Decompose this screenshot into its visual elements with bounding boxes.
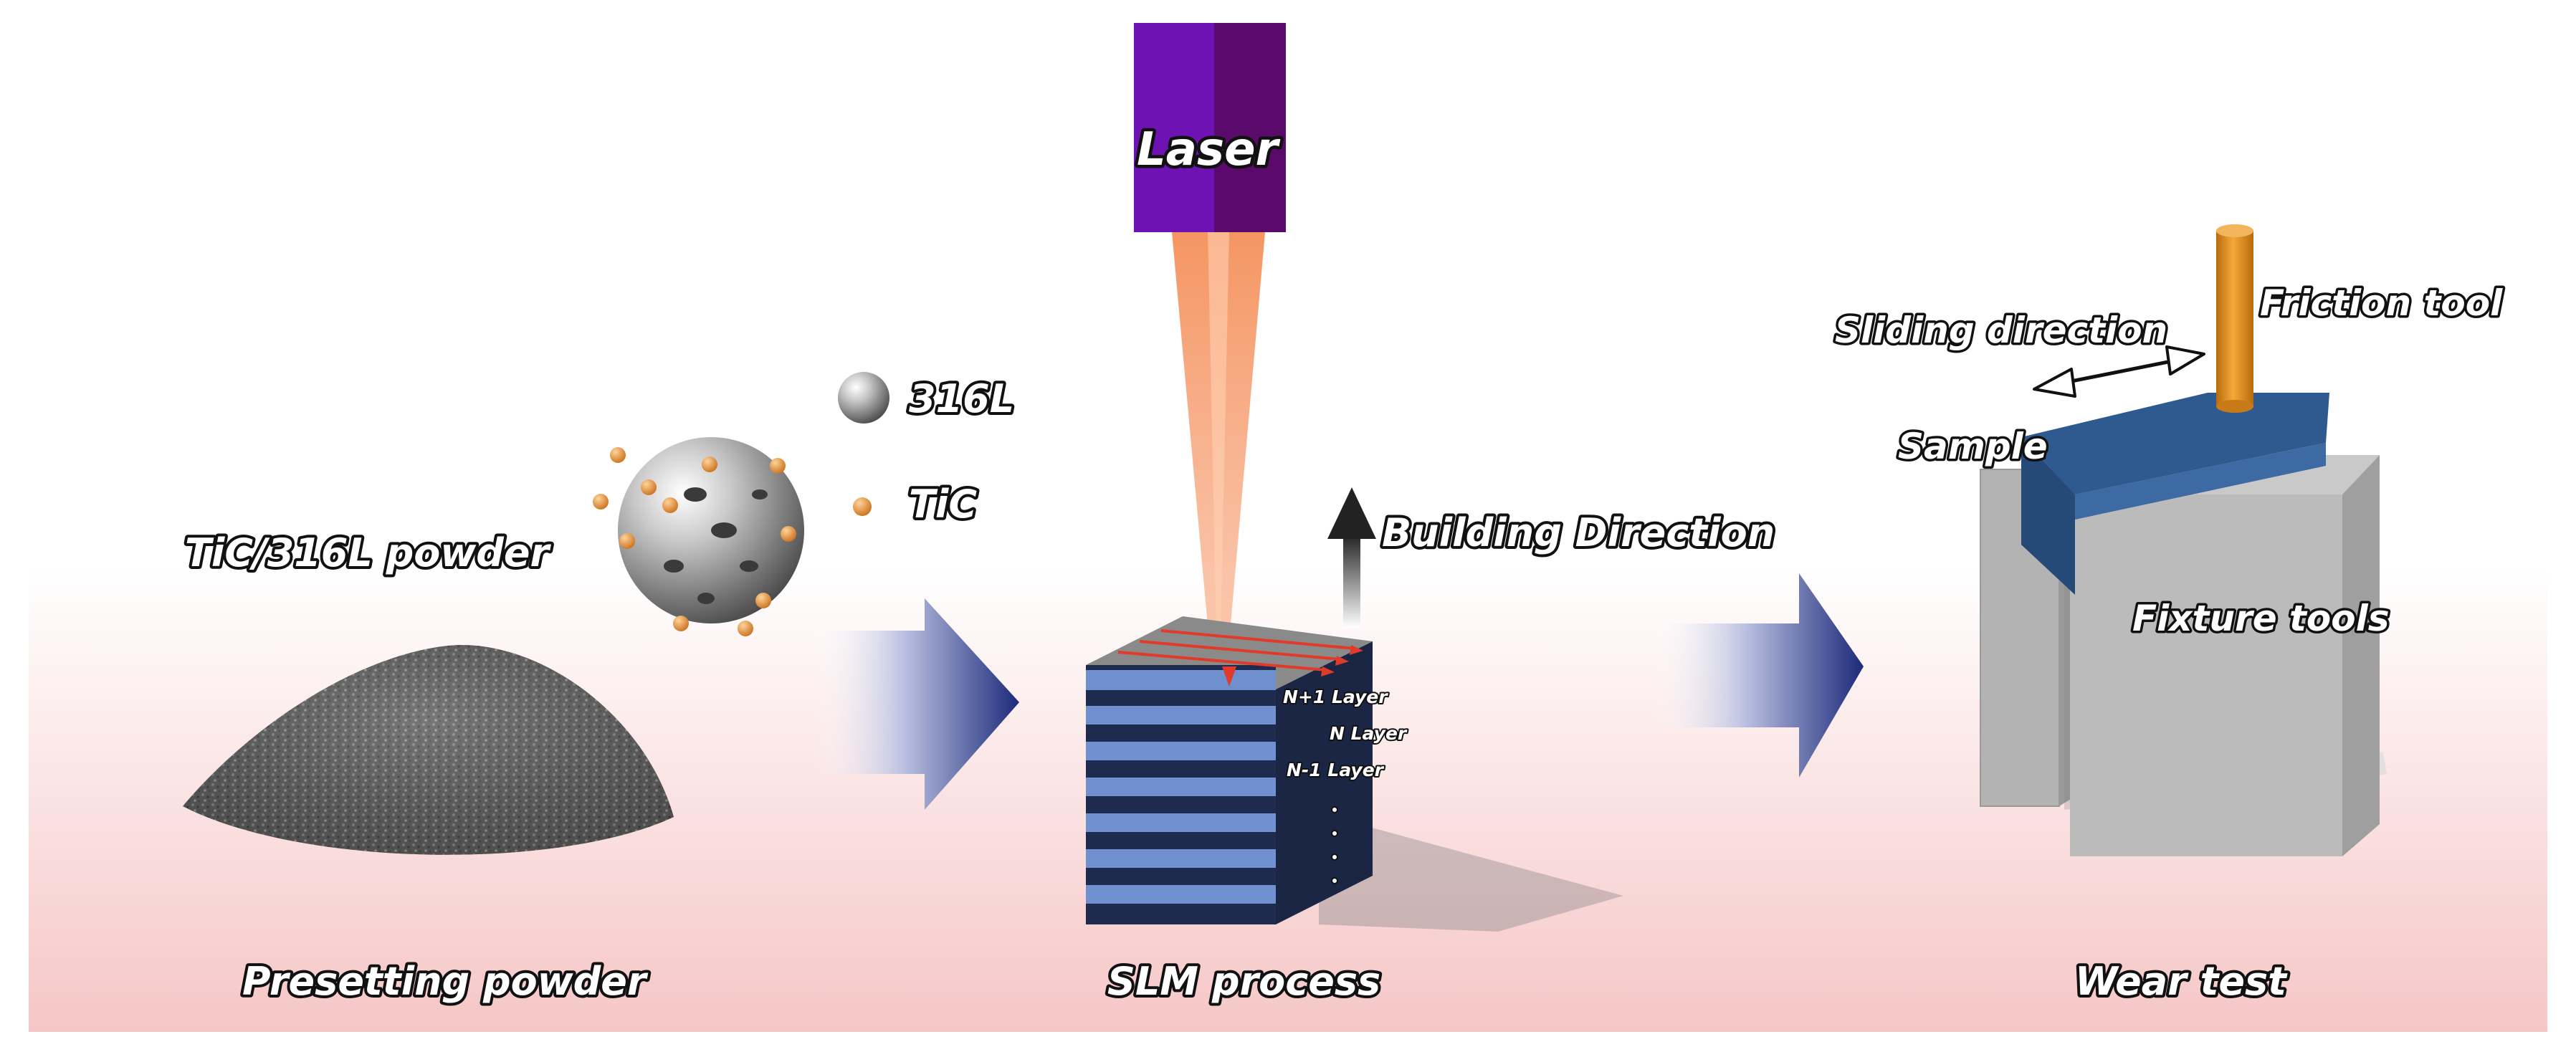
powder-pile [183,644,674,855]
laser-label: Laser [1137,123,1280,176]
build-layer [1086,778,1276,796]
tic-particle [610,447,626,463]
sliding-direction-arrow [2033,345,2205,398]
ellipsis-dot [1331,830,1338,837]
layer-n-minus-1-label: N-1 Layer [1287,760,1385,780]
sample-bar [2021,393,2329,595]
sample-label: Sample [1898,426,2048,467]
build-layer [1086,885,1276,904]
stage-caption-slm-process: SLM process [1107,959,1380,1004]
316l-legend-sphere [838,372,889,424]
tic-particle [673,616,689,631]
build-block [1086,616,1623,932]
powder-label: TiC/316L powder [185,530,552,575]
flow-arrow-2 [1652,573,1864,778]
build-layer [1086,706,1276,725]
build-layer [1086,742,1276,760]
building-direction-label: Building Direction [1382,510,1775,555]
tic-particle [781,526,796,542]
tic-particle [593,494,609,510]
composite-particle [593,437,804,636]
stage-caption-presetting-powder: Presetting powder [242,959,649,1004]
laser-head: Laser [1134,23,1286,232]
build-layer [1086,670,1276,690]
tic-particle [641,479,657,495]
tic-particle [755,593,771,608]
ellipsis-dot [1331,853,1338,861]
tic-particle [738,621,753,636]
legend-316l-label: 316L [909,376,1014,421]
tic-particle [619,533,635,549]
fixture-tools [1980,455,2387,856]
ellipsis-dot [1331,806,1338,813]
stage-caption-wear-test: Wear test [2075,959,2288,1004]
layer-n-plus-1-label: N+1 Layer [1283,687,1388,707]
ellipsis-dot [1331,877,1338,884]
layer-n-label: N Layer [1330,723,1408,744]
tic-particle [662,497,678,513]
friction-tool-label: Friction tool [2260,282,2503,324]
sliding-direction-label: Sliding direction [1835,310,2167,351]
tic-legend-particle [853,497,872,516]
build-layer [1086,813,1276,832]
building-direction-arrow [1327,487,1376,628]
flow-arrow-1 [814,598,1019,810]
legend-tic-label: TiC [909,482,977,527]
tic-particle [702,456,717,472]
build-layer [1086,849,1276,868]
tic-particle [770,458,786,474]
fixture-tools-label: Fixture tools [2132,598,2390,639]
friction-tool [2216,224,2253,413]
